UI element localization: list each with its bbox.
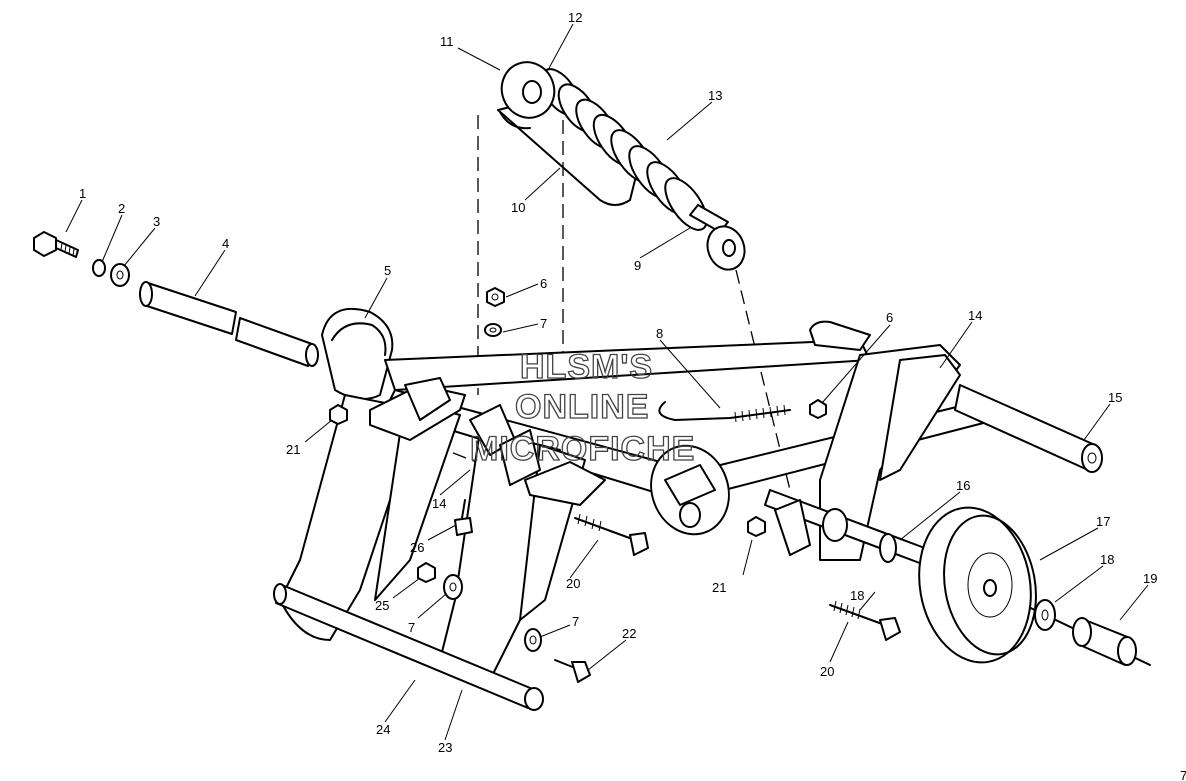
bolt-1 (33, 231, 79, 258)
bolt-22 (554, 659, 591, 683)
callout-7-right: 7 (1180, 768, 1186, 781)
watermark: HLSM'S ONLINE MICROFICHE (469, 347, 695, 468)
washer-7-top (484, 323, 502, 337)
mounting-plates (369, 377, 811, 556)
callout-21-left: 21 (286, 442, 300, 457)
nut-6-right (809, 399, 827, 419)
callout-16: 16 (956, 478, 970, 493)
front-housing-5 (321, 307, 394, 400)
nut-21-center (747, 516, 766, 537)
shock-absorber (497, 61, 746, 271)
spacer-19 (1072, 617, 1137, 666)
callout-18-lower: 18 (850, 588, 864, 603)
callout-18-right: 18 (1100, 552, 1114, 567)
callout-14-right: 14 (968, 308, 982, 323)
nut-21-left (329, 404, 348, 425)
callout-8: 8 (656, 326, 663, 341)
callout-5: 5 (384, 263, 391, 278)
watermark-line-3: MICROFICHE (470, 430, 695, 468)
spring-rod-8 (658, 401, 791, 423)
callout-3: 3 (153, 214, 160, 229)
washer-7-lower (443, 574, 463, 600)
callouts: 1 2 3 4 5 6 7 8 9 10 11 12 13 14 6 14 15… (79, 10, 1186, 781)
bolt-20-center (574, 513, 649, 556)
callout-10: 10 (511, 200, 525, 215)
callout-14-top: 14 (432, 496, 446, 511)
callout-20-right: 20 (820, 664, 834, 679)
callout-19: 19 (1143, 571, 1157, 586)
callout-22: 22 (622, 626, 636, 641)
callout-2: 2 (118, 201, 125, 216)
watermark-line-2: ONLINE (515, 388, 649, 426)
bolt-20-right (829, 600, 901, 641)
washer-2 (92, 259, 106, 277)
cross-shaft-24 (273, 583, 544, 711)
callout-15: 15 (1108, 390, 1122, 405)
sleeve-4 (139, 281, 319, 367)
wheel-17 (918, 506, 1037, 664)
callout-7-bottom: 7 (572, 614, 579, 629)
callout-13: 13 (708, 88, 722, 103)
callout-7-lower: 7 (408, 620, 415, 635)
callout-6-right: 6 (886, 310, 893, 325)
callout-26: 26 (410, 540, 424, 555)
callout-7-top: 7 (540, 316, 547, 331)
washer-7-bottom (524, 628, 542, 652)
rear-bracket (819, 344, 961, 561)
callout-24: 24 (376, 722, 390, 737)
bolt-26 (454, 499, 473, 536)
callout-11: 11 (440, 34, 454, 49)
washer-18-right (1034, 599, 1056, 631)
callout-6-top: 6 (540, 276, 547, 291)
callout-12: 12 (568, 10, 582, 25)
callout-25: 25 (375, 598, 389, 613)
callout-21-center: 21 (712, 580, 726, 595)
washer-3 (110, 263, 130, 287)
pivot-housing (650, 444, 730, 536)
nut-25 (417, 562, 436, 583)
shaft-15 (954, 384, 1103, 473)
alignment-line-right (735, 269, 791, 491)
watermark-line-1: HLSM'S (520, 348, 653, 386)
callout-9: 9 (634, 258, 641, 273)
leader-lines (65, 23, 1149, 741)
nut-6-top (486, 287, 505, 307)
callout-23: 23 (438, 740, 452, 755)
callout-4: 4 (222, 236, 229, 251)
callout-1: 1 (79, 186, 86, 201)
callout-17: 17 (1096, 514, 1110, 529)
callout-20-center: 20 (566, 576, 580, 591)
